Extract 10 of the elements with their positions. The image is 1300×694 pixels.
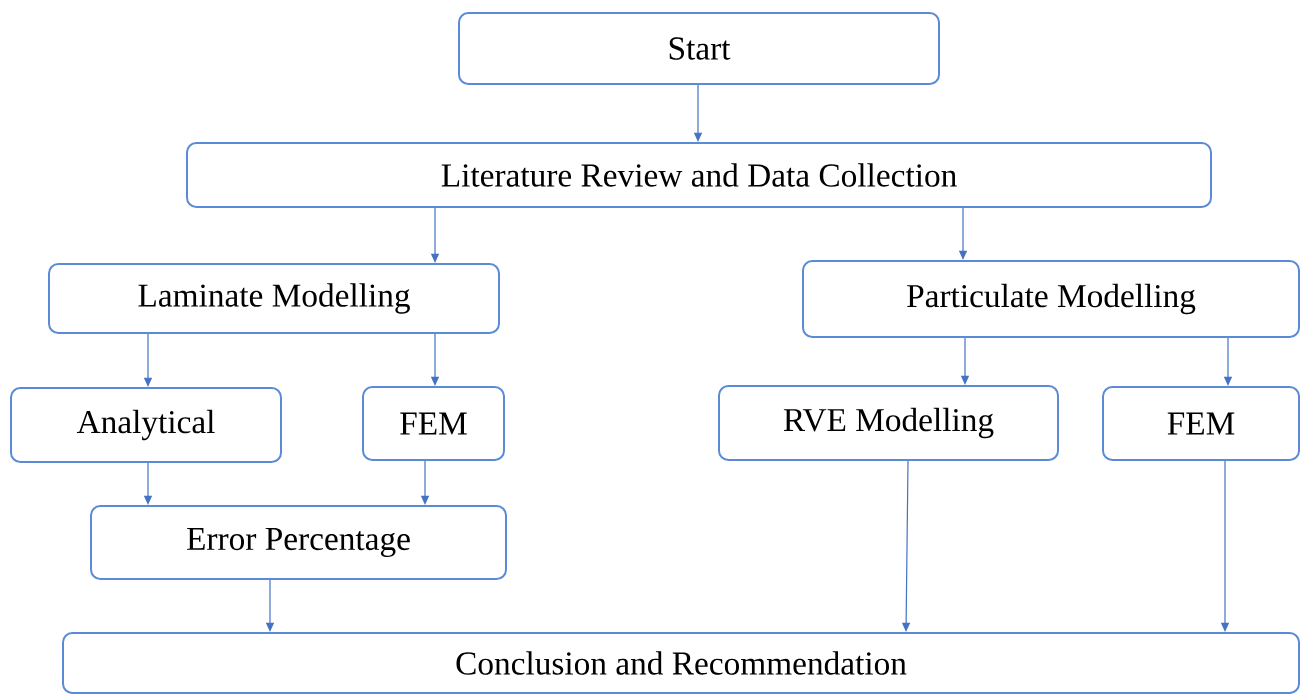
process-box: Analytical (10, 387, 282, 463)
process-box: Conclusion and Recommendation (62, 632, 1300, 694)
process-box: FEM (362, 386, 505, 461)
process-box: Literature Review and Data Collection (186, 142, 1212, 208)
process-box: Particulate Modelling (802, 260, 1300, 338)
process-box: FEM (1102, 386, 1300, 461)
process-box: Start (458, 12, 940, 85)
process-box: Error Percentage (90, 505, 507, 580)
process-box: RVE Modelling (718, 385, 1059, 461)
process-box: Laminate Modelling (48, 263, 500, 334)
